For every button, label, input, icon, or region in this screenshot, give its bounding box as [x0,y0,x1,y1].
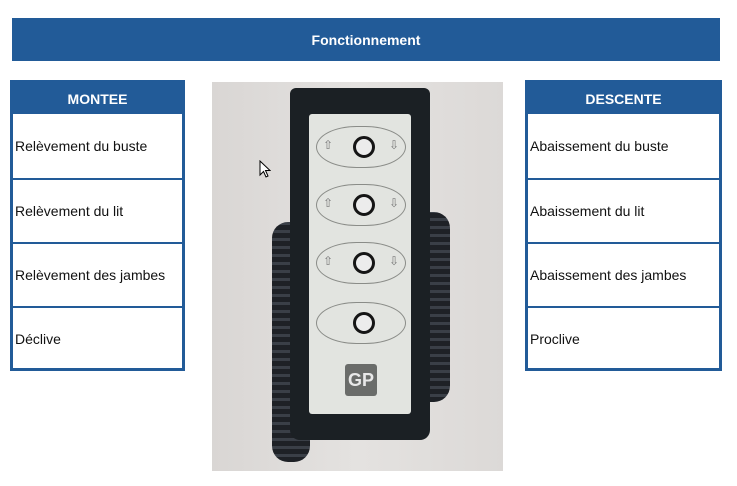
arrow-up-icon: ⇧ [323,138,334,152]
remote-button-inclinaison [316,302,406,344]
knob-icon [353,312,375,334]
descente-header: DESCENTE [528,83,719,114]
descente-item-buste: Abaissement du buste [530,138,669,154]
page-title: Fonctionnement [311,31,421,48]
montee-panel: MONTEE Relèvement du buste Relèvement du… [10,80,185,371]
arrow-down-icon: ⇩ [388,138,399,152]
montee-item-buste: Relèvement du buste [15,138,148,154]
montee-item-declive: Déclive [13,306,182,370]
arrow-down-icon: ⇩ [388,196,399,210]
page-title-banner: Fonctionnement [12,18,720,61]
montee-item-lit: Relèvement du lit [13,178,182,242]
remote-handset: ⇧ ⇩ ⇧ ⇩ ⇧ ⇩ GP [290,88,430,440]
remote-button-jambes: ⇧ ⇩ [316,242,406,284]
knob-icon [353,252,375,274]
knob-icon [353,136,375,158]
brand-logo: GP [345,364,377,396]
remote-button-lit: ⇧ ⇩ [316,184,406,226]
remote-button-buste: ⇧ ⇩ [316,126,406,168]
arrow-up-icon: ⇧ [323,254,334,268]
montee-item-jambes: Relèvement des jambes [13,242,182,306]
mouse-cursor-icon [259,160,271,178]
montee-header: MONTEE [13,83,182,114]
descente-item-jambes: Abaissement des jambes [528,242,719,306]
remote-face: ⇧ ⇩ ⇧ ⇩ ⇧ ⇩ GP [309,114,411,414]
remote-control-photo: ⇧ ⇩ ⇧ ⇩ ⇧ ⇩ GP [212,82,503,471]
arrow-down-icon: ⇩ [388,254,399,268]
descente-panel: DESCENTE Abaissement du buste Abaissemen… [525,80,722,371]
descente-item-lit: Abaissement du lit [528,178,719,242]
arrow-up-icon: ⇧ [323,196,334,210]
knob-icon [353,194,375,216]
descente-item-proclive: Proclive [528,306,719,370]
